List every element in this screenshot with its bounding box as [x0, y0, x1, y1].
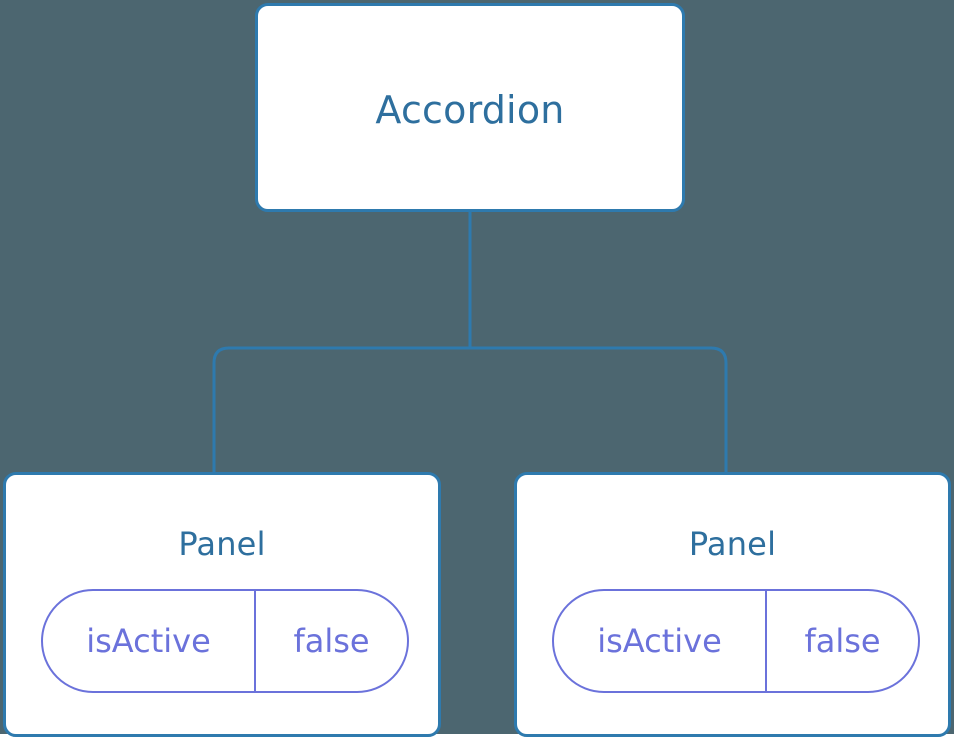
state-pill-panel-0[interactable]: isActive false [41, 589, 409, 693]
node-panel-1-label: Panel [688, 525, 777, 563]
state-pill-panel-1[interactable]: isActive false [552, 589, 920, 693]
state-pill-panel-1-value: false [804, 622, 881, 660]
node-panel-1[interactable]: Panel isActive false [514, 472, 951, 737]
state-pill-panel-0-key: isActive [43, 591, 256, 691]
node-accordion-label: Accordion [375, 88, 565, 132]
state-pill-panel-0-value: false [293, 622, 370, 660]
node-accordion[interactable]: Accordion [255, 3, 685, 212]
node-panel-0[interactable]: Panel isActive false [3, 472, 441, 737]
node-panel-0-label: Panel [178, 525, 266, 563]
edge-to-panel-0 [212, 346, 470, 474]
state-pill-panel-1-key: isActive [554, 591, 767, 691]
edge-to-panel-1 [470, 346, 728, 474]
